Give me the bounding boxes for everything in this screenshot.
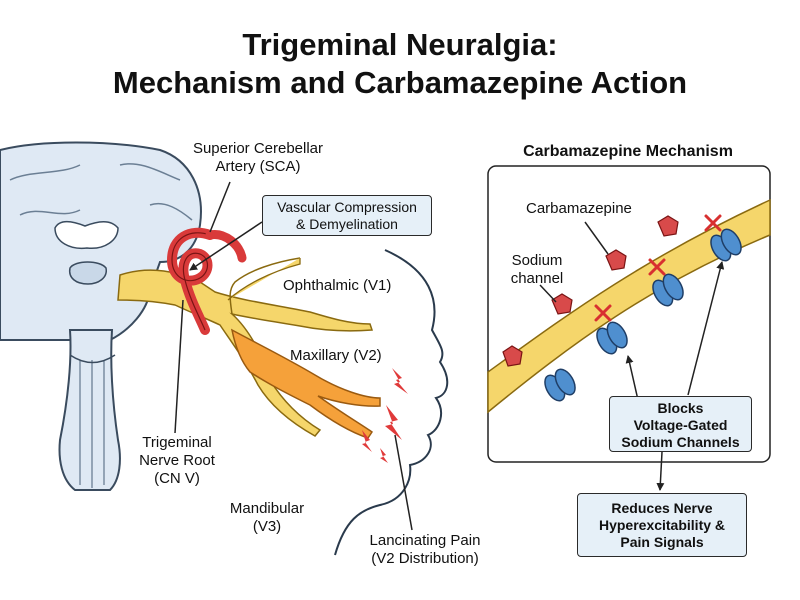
mechanism-panel-title: Carbamazepine Mechanism [523,143,733,160]
carbamazepine-molecules [502,215,679,367]
sodium-channel [544,368,576,402]
block-x-icons [594,214,722,322]
carbamazepine-label: Carbamazepine [526,200,632,217]
reduces-excitability-callout: Reduces Nerve Hyperexcitability & Pain S… [577,493,747,557]
title-line-1: Trigeminal Neuralgia: [242,27,558,62]
maxillary-label: Maxillary (V2) [290,347,382,364]
title-line-2: Mechanism and Carbamazepine Action [112,65,688,100]
ophthalmic-label: Ophthalmic (V1) [283,277,392,294]
brain-illustration [0,141,202,491]
nerve-root-label: Trigeminal Nerve Root (CN V) [139,434,215,487]
sodium-channel [710,228,742,262]
face-profile [334,249,449,556]
mandibular-label: Mandibular (V3) [229,500,305,535]
page-title: Trigeminal Neuralgia: Mechanism and Carb… [0,26,800,102]
sodium-channel [596,321,628,355]
sca-artery [166,227,247,335]
pain-label: Lancinating Pain (V2 Distribution) [369,532,481,567]
sodium-channel-label: Sodium channel [510,252,564,287]
pain-bolt-icons [362,368,408,463]
mechanism-arrows [539,221,725,491]
compression-callout: Vascular Compression & Demyelination [262,195,432,236]
sca-label: Superior Cerebellar Artery (SCA) [192,140,324,175]
sodium-channel [652,273,684,307]
blocks-channels-callout: Blocks Voltage-Gated Sodium Channels [609,396,752,452]
maxillary-branch [230,328,381,439]
leader-lines [174,181,413,531]
